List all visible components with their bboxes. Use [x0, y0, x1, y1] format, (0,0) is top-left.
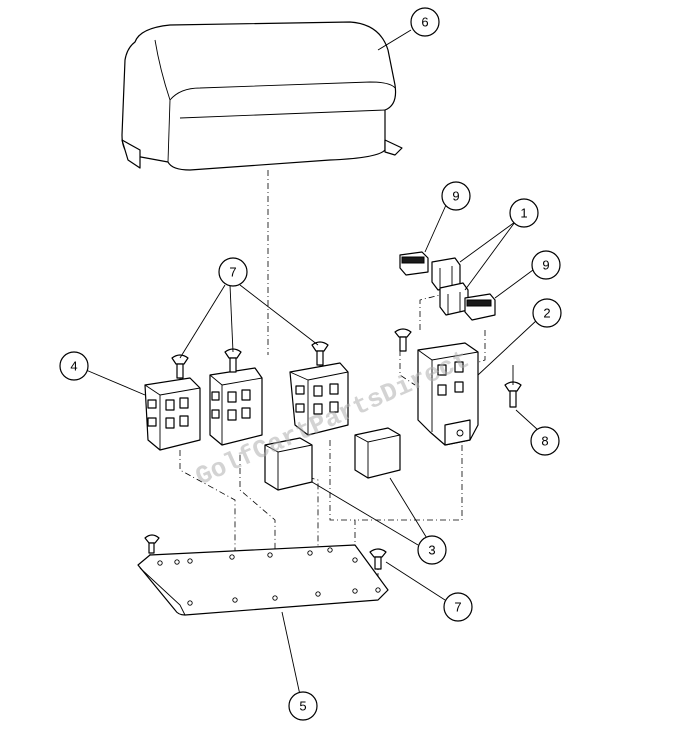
svg-text:5: 5 [299, 699, 306, 714]
callout-4: 4 [59, 351, 89, 381]
svg-text:9: 9 [452, 189, 459, 204]
svg-text:6: 6 [421, 15, 428, 30]
svg-text:3: 3 [428, 543, 435, 558]
svg-text:4: 4 [70, 359, 77, 374]
callout-5: 5 [288, 691, 318, 721]
callout-8: 8 [530, 426, 560, 456]
base-plate-part-5 [137, 544, 389, 616]
callout-7-upper: 7 [218, 257, 248, 287]
callout-7-lower: 7 [443, 592, 473, 622]
svg-text:1: 1 [520, 206, 527, 221]
pins-part-7 [144, 328, 412, 570]
callout-9-lower: 9 [531, 250, 561, 280]
svg-text:2: 2 [543, 306, 550, 321]
callout-9-upper: 9 [441, 181, 471, 211]
callout-6: 6 [410, 7, 440, 37]
relays-part-3 [264, 427, 401, 491]
cover-part-6 [121, 21, 403, 171]
callout-3: 3 [417, 535, 447, 565]
relay-sockets-part-4 [144, 362, 349, 451]
svg-text:9: 9 [542, 258, 549, 273]
svg-text:8: 8 [541, 434, 548, 449]
svg-text:7: 7 [454, 600, 461, 615]
callout-1: 1 [509, 198, 539, 228]
fuse-block-part-2 [417, 342, 479, 446]
rivet-part-8 [504, 365, 522, 408]
callout-2: 2 [532, 298, 562, 328]
fuses-part-1-9 [399, 251, 496, 321]
svg-text:7: 7 [229, 265, 236, 280]
leader-lines [85, 29, 539, 696]
